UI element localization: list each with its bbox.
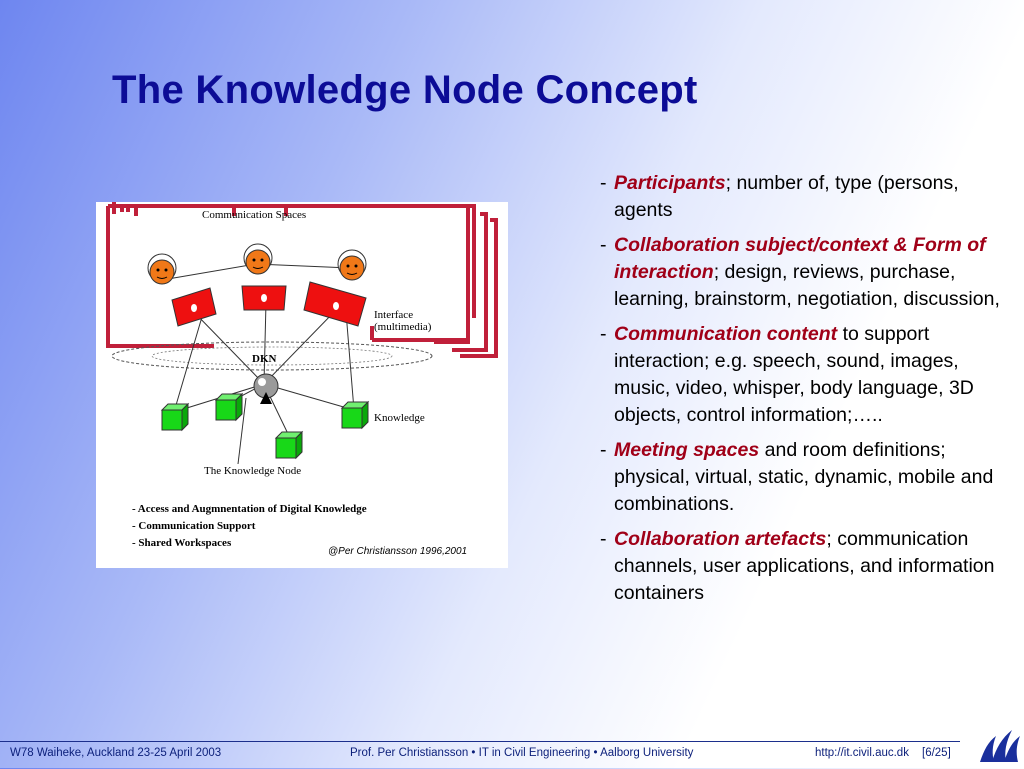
bullet-text: and room definitions; physical, virtual,…	[614, 439, 994, 515]
knowledge-cube-icon	[340, 400, 370, 430]
bullet-emphasis: Meeting spaces	[614, 439, 760, 461]
bullet-text: ; design, reviews, purchase, learning, b…	[614, 261, 1000, 310]
bullet-text: to support interaction; e.g. speech, sou…	[614, 323, 974, 426]
figure-copyright: @Per Christiansson 1996,2001	[328, 546, 467, 557]
bullet-dash: -	[600, 528, 607, 550]
label-knowledge: Knowledge	[374, 412, 425, 424]
footer-author: Prof. Per Christiansson • IT in Civil En…	[350, 747, 694, 759]
knowledge-node-sphere-icon	[253, 373, 279, 404]
bullet-dash: -	[600, 172, 607, 194]
bullet-emphasis: Participants	[614, 172, 726, 194]
bullet-emphasis: Collaboration artefacts	[614, 528, 827, 550]
footer-conference: W78 Waiheke, Auckland 23-25 April 2003	[10, 747, 222, 759]
figure-list-item: - Communication Support	[132, 520, 256, 532]
label-multimedia: (multimedia)	[374, 321, 432, 333]
bullet-text: ; communication channels, user applicati…	[614, 528, 995, 604]
participant-face-icon	[147, 253, 177, 285]
bullet-item: - Meeting spaces and room definitions; p…	[598, 437, 1008, 518]
knowledge-node-diagram: Communication Spaces Interface (multimed…	[96, 202, 508, 568]
knowledge-cube-icon	[274, 430, 304, 460]
slide-title: The Knowledge Node Concept	[112, 68, 698, 112]
bullet-dash: -	[600, 234, 607, 256]
participant-face-icon	[243, 243, 273, 275]
interface-screen-icon	[171, 287, 217, 327]
knowledge-cube-icon	[214, 392, 244, 422]
participant-face-icon	[337, 249, 367, 281]
label-interface: Interface	[374, 309, 413, 321]
footer-divider	[0, 741, 960, 742]
label-communication-spaces: Communication Spaces	[202, 209, 306, 221]
bullet-item: - Collaboration artefacts; communication…	[598, 526, 1008, 607]
bullet-emphasis: Collaboration subject/context & Form of …	[614, 234, 986, 283]
footer-page-number: [6/25]	[922, 747, 951, 759]
bullet-text: ; number of, type (persons, agents	[614, 172, 959, 221]
bullet-item: - Communication content to support inter…	[598, 321, 1008, 429]
footer-url-link[interactable]: http://it.civil.auc.dk	[815, 747, 909, 759]
bullet-dash: -	[600, 439, 607, 461]
bullet-dash: -	[600, 323, 607, 345]
label-knowledge-node: The Knowledge Node	[204, 465, 301, 477]
bullet-list: - Participants; number of, type (persons…	[598, 170, 1008, 615]
knowledge-cube-icon	[160, 402, 190, 432]
figure-list-item: - Shared Workspaces	[132, 537, 232, 549]
bullet-item: - Participants; number of, type (persons…	[598, 170, 1008, 224]
interface-screen-icon	[241, 285, 287, 311]
aalborg-university-logo-icon	[978, 724, 1022, 769]
bullet-item: - Collaboration subject/context & Form o…	[598, 232, 1008, 313]
figure-list-item: - Access and Augmnentation of Digital Kn…	[132, 503, 367, 515]
label-dkn: DKN	[252, 353, 277, 365]
interface-screen-icon	[303, 281, 367, 327]
dkn-ellipse	[111, 341, 433, 371]
bullet-emphasis: Communication content	[614, 323, 838, 345]
